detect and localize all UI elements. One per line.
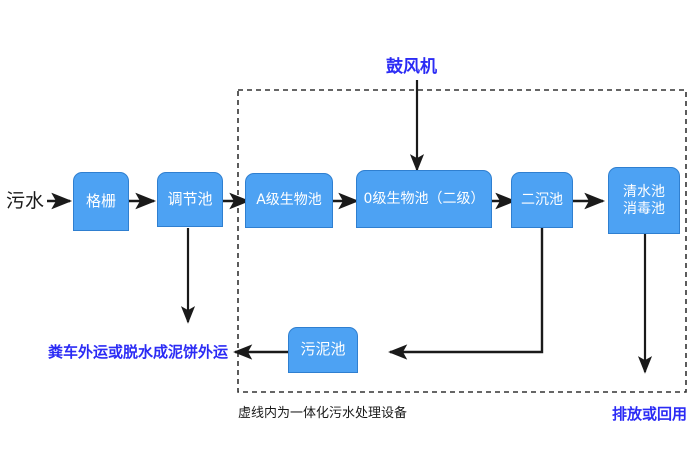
node-a-stage-biological-tank[interactable]: A级生物池 xyxy=(245,173,333,228)
label-sludge-disposal: 粪车外运或脱水成泥饼外运 xyxy=(48,343,229,361)
label-dashed-caption: 虚线内为一体化污水处理设备 xyxy=(238,406,408,421)
node-grille[interactable]: 格栅 xyxy=(73,172,129,231)
label-blower: 鼓风机 xyxy=(386,57,437,77)
node-clearwater-disinfection-tank[interactable]: 清水池 消毒池 xyxy=(608,167,680,234)
arrow-secondary-sludge-return xyxy=(388,228,544,360)
node-clearwater-tank-label: 清水池 xyxy=(623,184,665,201)
label-outlet: 排放或回用 xyxy=(612,405,688,423)
integrated-equipment-boundary xyxy=(237,89,687,393)
node-o-stage-biological-tank-label: 0级生物池（二级） xyxy=(363,190,485,207)
node-regulating-tank-label: 调节池 xyxy=(167,189,213,208)
node-secondary-settling-tank[interactable]: 二沉池 xyxy=(511,172,573,228)
node-disinfection-tank-label: 消毒池 xyxy=(623,200,665,217)
label-inlet: 污水 xyxy=(6,190,45,212)
node-grille-label: 格栅 xyxy=(85,191,116,210)
node-secondary-settling-tank-label: 二沉池 xyxy=(521,191,563,208)
node-a-stage-biological-tank-label: A级生物池 xyxy=(256,192,322,209)
node-sludge-tank[interactable]: 污泥池 xyxy=(288,327,358,373)
node-regulating-tank[interactable]: 调节池 xyxy=(157,172,223,227)
node-o-stage-biological-tank[interactable]: 0级生物池（二级） xyxy=(356,170,492,228)
node-sludge-tank-label: 污泥池 xyxy=(300,340,346,359)
